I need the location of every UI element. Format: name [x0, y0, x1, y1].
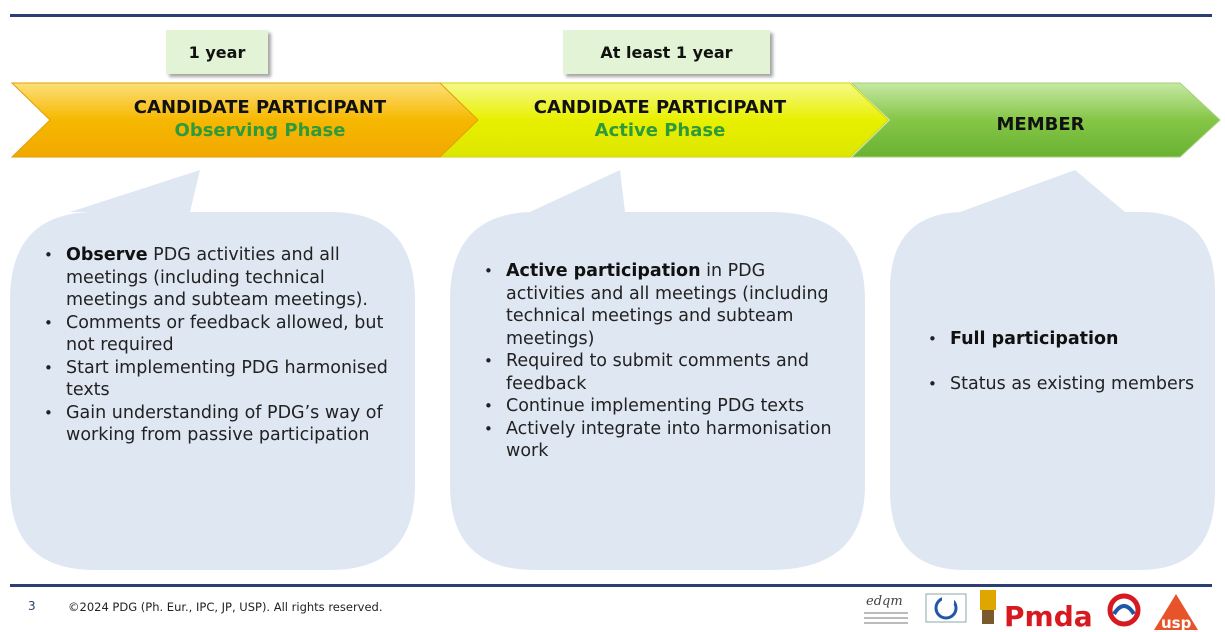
- bullet-text: in PDG activities and all meetings (incl…: [506, 261, 829, 349]
- page-number: 3: [28, 599, 36, 613]
- bullet-item: Continue implementing PDG texts: [478, 395, 838, 418]
- bullet-item: Required to submit comments and feedback: [478, 350, 838, 395]
- bullet-item: Full participation: [922, 328, 1202, 351]
- usp-logo: usp: [1154, 594, 1198, 632]
- bullet-item: Active participation in PDG activities a…: [478, 260, 838, 350]
- bullet-text: Start implementing PDG harmonised texts: [66, 357, 388, 401]
- bubble-shape-3: [890, 170, 1215, 570]
- duration-label-active: At least 1 year: [563, 30, 770, 74]
- phase-title: CANDIDATE PARTICIPANT: [133, 97, 387, 118]
- phase-title: MEMBER: [996, 114, 1085, 135]
- observing-phase-bullets: Observe PDG activities and all meetings …: [38, 244, 393, 447]
- duration-label-observing: 1 year: [166, 30, 268, 74]
- jp-logo: [1107, 593, 1141, 627]
- council-of-europe-logo: [925, 593, 967, 623]
- phase-member: MEMBER: [968, 113, 1113, 136]
- phase-observing: CANDIDATE PARTICIPANT Observing Phase: [75, 96, 445, 142]
- bullet-text: Continue implementing PDG texts: [506, 396, 805, 416]
- bullet-item: Comments or feedback allowed, but not re…: [38, 312, 393, 357]
- bullet-text: Required to submit comments and feedback: [506, 351, 809, 394]
- chevron-3: [850, 82, 1221, 158]
- copyright-notice: ©2024 PDG (Ph. Eur., IPC, JP, USP). All …: [68, 600, 383, 614]
- bullet-text: Gain understanding of PDG’s way of worki…: [66, 402, 383, 446]
- phase-active: CANDIDATE PARTICIPANT Active Phase: [480, 96, 840, 142]
- duration-text: At least 1 year: [600, 42, 733, 62]
- active-phase-bullets: Active participation in PDG activities a…: [478, 260, 838, 463]
- phase-subtitle: Active Phase: [594, 120, 726, 141]
- bullet-text: Actively integrate into harmonisation wo…: [506, 418, 832, 462]
- duration-text: 1 year: [188, 42, 246, 62]
- svg-text:usp: usp: [1161, 614, 1192, 632]
- bullet-item: Actively integrate into harmonisation wo…: [478, 418, 838, 463]
- bullet-bold: Observe: [66, 245, 148, 265]
- bullet-item: Observe PDG activities and all meetings …: [38, 244, 393, 312]
- bottom-rule: [10, 584, 1212, 587]
- bullet-text: Status as existing members: [950, 373, 1195, 394]
- bullet-text: Comments or feedback allowed, but not re…: [66, 312, 384, 356]
- member-bullets: Full participation Status as existing me…: [922, 328, 1202, 417]
- svg-text:Pmda: Pmda: [1004, 600, 1093, 632]
- bullet-item: Status as existing members: [922, 373, 1202, 396]
- edqm-logo: edqm: [864, 594, 908, 624]
- svg-text:edqm: edqm: [866, 594, 903, 609]
- bullet-item: Start implementing PDG harmonised texts: [38, 357, 393, 402]
- top-rule: [10, 14, 1212, 17]
- bullet-item: Gain understanding of PDG’s way of worki…: [38, 402, 393, 447]
- chevron-1: [10, 82, 479, 158]
- partner-logos: edqm Pmda usp: [864, 590, 1198, 632]
- phase-subtitle: Observing Phase: [174, 120, 346, 141]
- phase-title: CANDIDATE PARTICIPANT: [533, 97, 787, 118]
- bullet-text: PDG activities and all meetings (includi…: [66, 245, 368, 310]
- pmda-logo: Pmda: [1004, 600, 1093, 632]
- bullet-bold: Active participation: [506, 261, 701, 281]
- bullet-bold: Full participation: [950, 329, 1119, 349]
- ipc-logo: [980, 590, 996, 624]
